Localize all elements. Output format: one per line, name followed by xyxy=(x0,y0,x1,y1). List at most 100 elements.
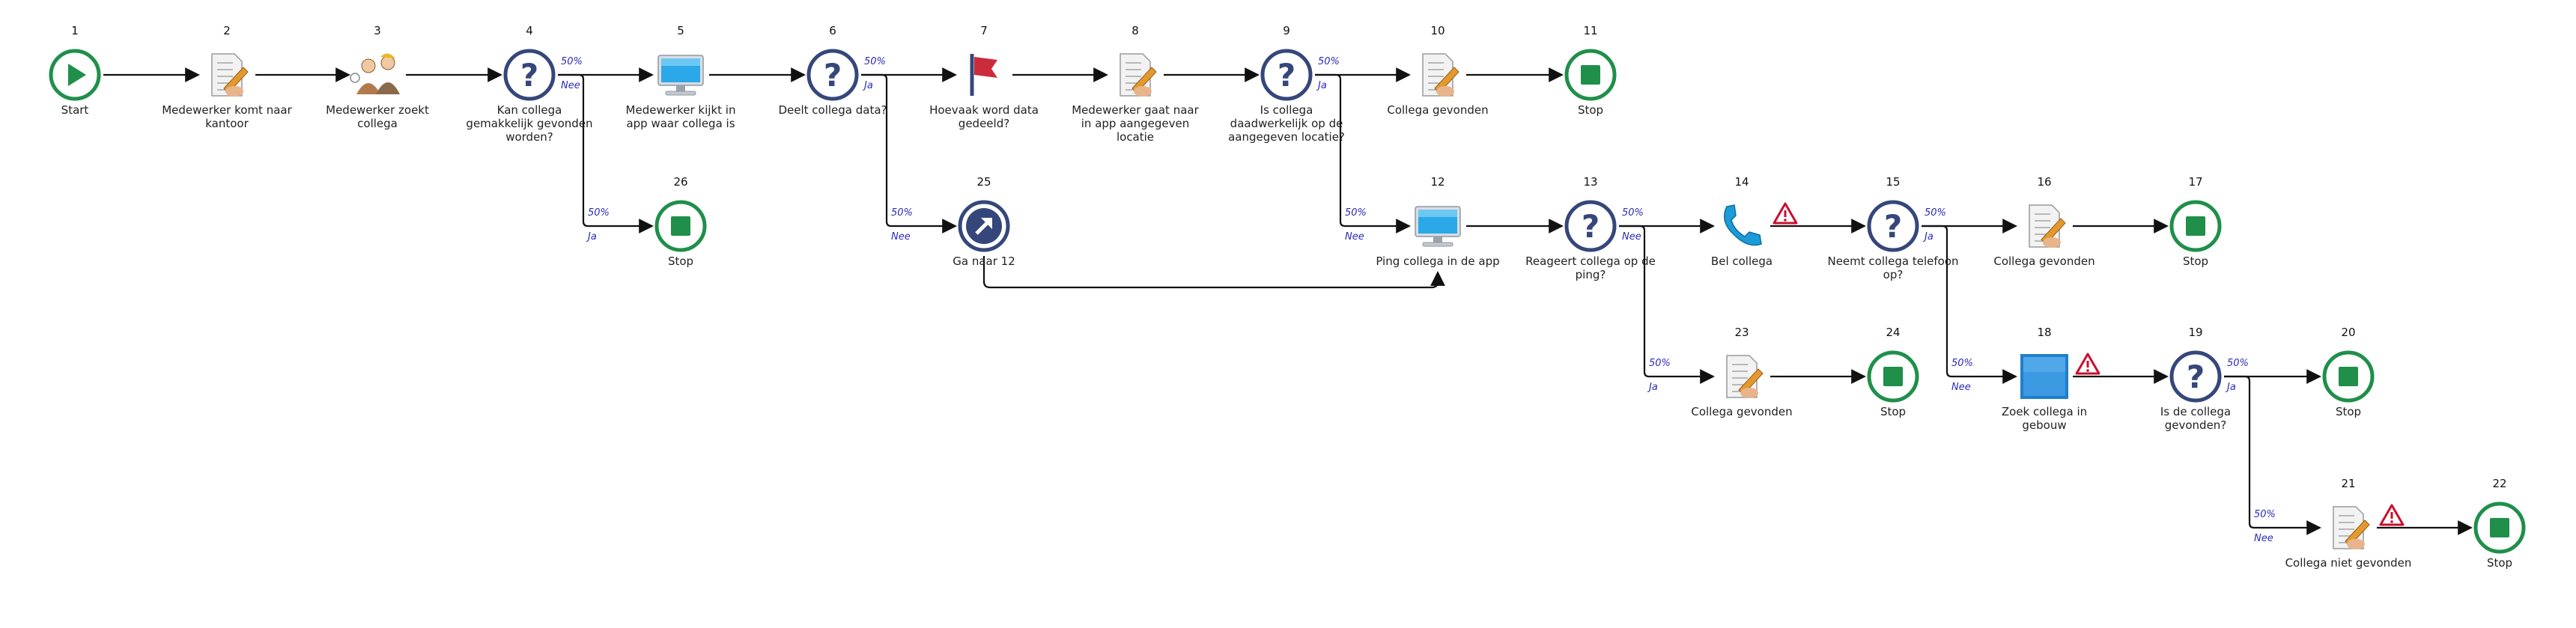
node-number: 9 xyxy=(1283,24,1290,37)
connector-line xyxy=(2224,375,2321,535)
node-number: 1 xyxy=(71,24,79,37)
node-label: Collega gevonden xyxy=(1993,254,2094,268)
connector-line xyxy=(861,73,957,234)
node-number: 12 xyxy=(1430,175,1445,189)
edge-6-25: 50%Nee xyxy=(861,73,957,243)
task-icon xyxy=(1120,53,1157,97)
warning-icon xyxy=(2379,504,2405,526)
stop-icon xyxy=(2473,502,2526,554)
node-number: 6 xyxy=(829,24,836,37)
branch-probability: 50% xyxy=(588,207,610,219)
branch-probability: 50% xyxy=(1622,207,1644,219)
node-label: Reageert collega op de xyxy=(1525,254,1656,268)
branch-probability: 50% xyxy=(1318,56,1340,67)
node-number: 22 xyxy=(2492,477,2506,490)
node-label: kantoor xyxy=(205,117,249,130)
edge-19-20: 50% Ja xyxy=(2224,358,2321,393)
edge-13-14: 50%Nee xyxy=(1619,207,1715,243)
connector-line xyxy=(982,256,1445,289)
node-label: gebouw xyxy=(2022,418,2066,432)
decision-icon: ? xyxy=(2169,350,2222,403)
branch-probability: 50% xyxy=(1925,207,1946,219)
edge-9-10: 50%Ja xyxy=(1315,56,1411,91)
branch-label: Ja xyxy=(586,231,597,243)
branch-label: Nee xyxy=(1951,382,1971,393)
node-number: 5 xyxy=(677,24,684,37)
task-icon xyxy=(1422,53,1459,97)
node-6: 6?Deelt collega data? xyxy=(778,24,887,117)
node-label: Is de collega xyxy=(2160,405,2231,418)
node-number: 7 xyxy=(980,24,988,37)
node-label: gedeeld? xyxy=(959,117,1009,130)
connector-line xyxy=(1922,225,2017,384)
task-icon xyxy=(2333,506,2370,549)
task-icon xyxy=(211,53,249,97)
node-label: app waar collega is xyxy=(626,117,735,130)
node-number: 8 xyxy=(1131,24,1139,37)
node-number: 19 xyxy=(2188,326,2202,339)
node-label: Neemt collega telefoon xyxy=(1827,254,1958,268)
branch-probability: 50% xyxy=(2227,358,2249,369)
flag-icon xyxy=(970,54,997,96)
start-icon xyxy=(49,49,101,101)
node-label: Collega gevonden xyxy=(1387,103,1488,117)
node-number: 11 xyxy=(1583,24,1597,37)
node-number: 3 xyxy=(374,24,381,37)
warning-icon xyxy=(2075,353,2100,375)
node-label: Medewerker gaat naar xyxy=(1072,103,1199,117)
node-label: Stop xyxy=(668,254,693,268)
stop-icon xyxy=(2169,200,2222,252)
node-label: Is collega xyxy=(1260,103,1313,117)
node-label: Ping collega in de app xyxy=(1376,254,1499,268)
node-label: worden? xyxy=(505,130,553,144)
people-icon xyxy=(350,53,400,94)
edge-6-7: 50%Ja xyxy=(861,56,957,91)
branch-probability: 50% xyxy=(561,56,583,67)
connector-line xyxy=(1315,73,1411,234)
branch-label: Nee xyxy=(2254,533,2273,544)
node-number: 23 xyxy=(1734,326,1749,339)
svg-text:?: ? xyxy=(1884,208,1902,245)
connector-line xyxy=(1619,225,1715,384)
node-label: Stop xyxy=(2336,405,2361,418)
node-number: 25 xyxy=(976,175,991,189)
node-number: 20 xyxy=(2341,326,2355,339)
branch-label: Nee xyxy=(891,231,911,243)
branch-label: Ja xyxy=(2225,382,2236,393)
node-label: Stop xyxy=(1880,405,1906,418)
task-icon xyxy=(1726,355,1764,398)
node-label: Stop xyxy=(1578,103,1603,117)
node-label: Bel collega xyxy=(1711,254,1772,268)
node-label: gevonden? xyxy=(2165,418,2227,432)
branch-label: Nee xyxy=(561,80,580,91)
node-label: Medewerker zoekt xyxy=(326,103,429,117)
branch-probability: 50% xyxy=(1345,207,1367,219)
node-number: 4 xyxy=(526,24,533,37)
svg-text:?: ? xyxy=(1582,208,1600,245)
edge-15-16: 50%Ja xyxy=(1922,207,2017,243)
decision-icon: ? xyxy=(806,49,859,101)
node-label: ping? xyxy=(1576,268,1606,281)
stop-icon xyxy=(1564,49,1617,101)
node-number: 13 xyxy=(1583,175,1597,189)
node-number: 18 xyxy=(2037,326,2051,339)
svg-text:?: ? xyxy=(520,57,538,94)
